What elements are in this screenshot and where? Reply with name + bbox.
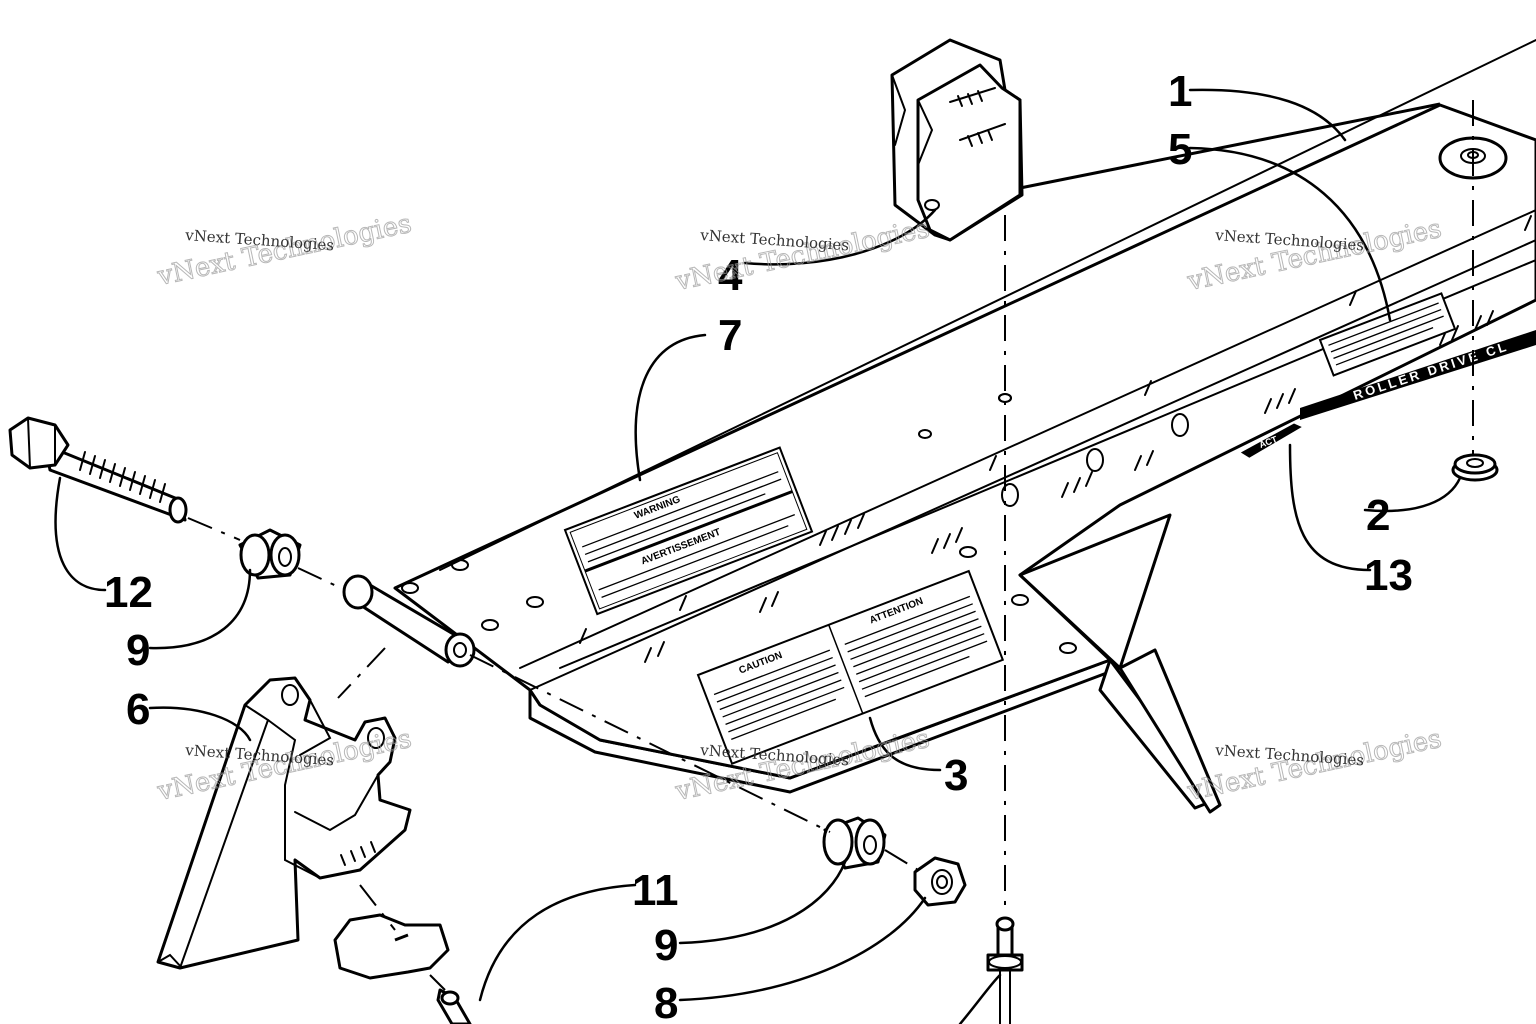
sleeve-tube — [342, 574, 476, 668]
callout-2: 2 — [1366, 491, 1390, 540]
callout-12: 12 — [104, 568, 153, 617]
rivet-part — [986, 916, 1024, 1024]
grommet-part — [1451, 453, 1499, 482]
leader-lines — [54, 88, 1462, 1024]
callout-4: 4 — [718, 251, 743, 300]
callout-8: 8 — [654, 979, 678, 1024]
callout-9-lower: 9 — [654, 921, 678, 970]
callout-6: 6 — [126, 685, 150, 734]
mount-holes — [401, 393, 1189, 654]
callout-7: 7 — [718, 311, 742, 360]
nut-part — [913, 856, 967, 907]
callout-13: 13 — [1364, 551, 1413, 600]
callout-5: 5 — [1168, 125, 1192, 174]
decal-warning: WARNING AVERTISSEMENT — [563, 446, 814, 616]
callout-3: 3 — [944, 751, 968, 800]
bushing-lower — [822, 816, 887, 870]
rivet-ticks — [579, 215, 1532, 663]
clip-part — [890, 38, 1024, 242]
decal-caution-attention: CAUTION ATTENTION — [696, 569, 1005, 765]
callout-1: 1 — [1168, 67, 1192, 116]
callout-numbers: 1 5 4 7 12 9 6 2 13 3 11 9 8 — [104, 67, 1413, 1024]
callout-9-upper: 9 — [126, 626, 150, 675]
gasket-part — [333, 913, 450, 980]
assembly-axes — [187, 100, 1474, 991]
bolt-part — [8, 416, 188, 524]
bushing-upper — [238, 528, 302, 580]
deck-plate — [393, 39, 1536, 814]
bracket-part — [156, 676, 412, 970]
decal-spec — [1318, 292, 1457, 377]
callout-11: 11 — [632, 866, 679, 915]
pin-part — [436, 988, 472, 1024]
